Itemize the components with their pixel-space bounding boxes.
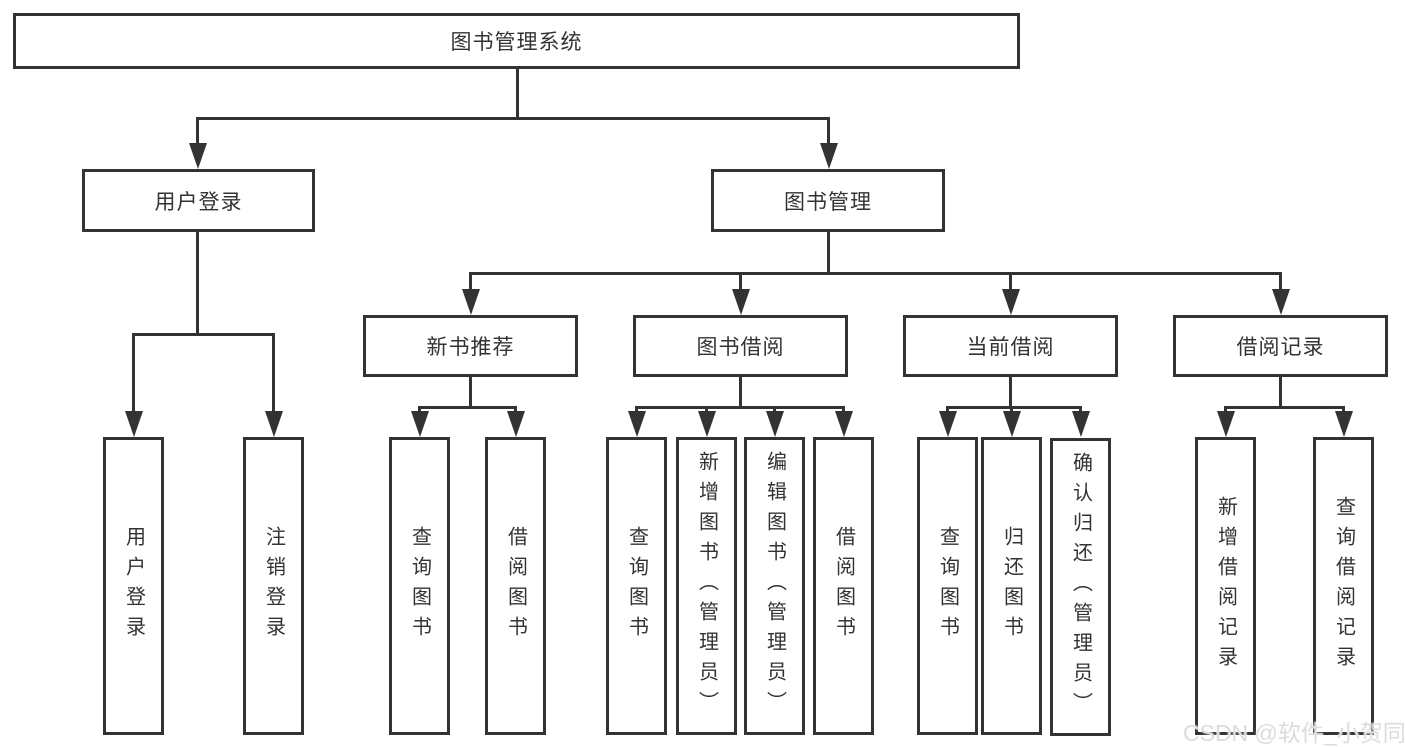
arrowhead-leaf [835,411,853,437]
leaf-confirm-return-admin-label: 确认归还（管理员） [1069,452,1092,722]
node-book-mgmt: 图书管理 [711,169,945,232]
leaf-edit-books-admin: 编辑图书（管理员） [744,437,805,735]
arrowhead-leaf [265,411,283,437]
arrowhead-book-mgmt [820,143,838,169]
connector-records-stem [1279,377,1282,409]
leaf-query-borrow-record-label: 查询借阅记录 [1332,496,1355,676]
arrowhead-borrow [732,289,750,315]
connector-new-book-bar [418,406,517,409]
node-current-label: 当前借阅 [966,336,1055,359]
arrowhead-leaf [628,411,646,437]
connector-borrow-stem [739,377,742,409]
connector-current-stem [1009,377,1012,409]
node-borrow-label: 图书借阅 [696,336,785,359]
leaf-query-borrow-record: 查询借阅记录 [1313,437,1374,735]
node-root-library-system: 图书管理系统 [13,13,1020,69]
leaf-borrow-books-1: 借阅图书 [485,437,546,735]
arrowhead-records [1272,289,1290,315]
arrowhead-leaf [411,411,429,437]
arrowhead-leaf [1335,411,1353,437]
node-new-book: 新书推荐 [363,315,578,377]
leaf-borrow-books-1-label: 借阅图书 [504,526,527,646]
node-current: 当前借阅 [903,315,1118,377]
arrowhead-user-login [189,143,207,169]
leaf-add-borrow-record: 新增借阅记录 [1195,437,1256,735]
connector-borrow-shaft [739,272,742,294]
connector-book-mgmt-stem [827,232,830,275]
leaf-user-login: 用户登录 [103,437,164,735]
connector-level2-bar [196,117,830,120]
arrowhead-new-book [462,289,480,315]
connector-new-book-shaft [469,272,472,294]
node-root-label: 图书管理系统 [450,31,583,54]
leaf-query-books-1: 查询图书 [389,437,450,735]
arrowhead-current [1002,289,1020,315]
connector-user-login-bar [132,333,275,336]
arrowhead-leaf [1003,411,1021,437]
leaf-add-books-admin: 新增图书（管理员） [676,437,737,735]
arrowhead-leaf [766,411,784,437]
arrowhead-leaf [1217,411,1235,437]
node-borrow: 图书借阅 [633,315,848,377]
leaf-borrow-books-2: 借阅图书 [813,437,874,735]
node-user-login: 用户登录 [82,169,315,232]
leaf-return-books-label: 归还图书 [1000,526,1023,646]
leaf-query-books-2: 查询图书 [606,437,667,735]
csdn-watermark: CSDN @软件_小贺同学 [1183,720,1405,746]
connector-current-shaft [1009,272,1012,294]
connector-leaf-shaft [132,333,135,415]
connector-new-book-stem [469,377,472,409]
arrowhead-leaf [125,411,143,437]
connector-level3-bar [469,272,1282,275]
arrowhead-leaf [698,411,716,437]
leaf-query-books-2-label: 查询图书 [625,526,648,646]
connector-records-shaft [1279,272,1282,294]
connector-leaf-shaft [272,333,275,415]
leaf-logout: 注销登录 [243,437,304,735]
node-user-login-label: 用户登录 [154,190,243,214]
node-records: 借阅记录 [1173,315,1388,377]
leaf-edit-books-admin-label: 编辑图书（管理员） [763,451,786,721]
connector-records-bar [1224,406,1345,409]
connector-user-login-shaft [196,117,199,147]
connector-root-stem [516,68,519,120]
connector-book-mgmt-shaft [827,117,830,147]
connector-borrow-bar [635,406,845,409]
leaf-borrow-books-2-label: 借阅图书 [832,526,855,646]
node-book-mgmt-label: 图书管理 [784,190,872,214]
node-records-label: 借阅记录 [1236,336,1325,359]
arrowhead-leaf [1072,411,1090,437]
leaf-confirm-return-admin: 确认归还（管理员） [1050,438,1111,736]
leaf-logout-label: 注销登录 [262,526,285,646]
leaf-query-books-1-label: 查询图书 [408,526,431,646]
leaf-query-books-3-label: 查询图书 [936,526,959,646]
leaf-add-books-admin-label: 新增图书（管理员） [695,451,718,721]
leaf-add-borrow-record-label: 新增借阅记录 [1214,496,1237,676]
arrowhead-leaf [507,411,525,437]
node-new-book-label: 新书推荐 [426,336,515,359]
connector-user-login-stem [196,232,199,336]
leaf-return-books: 归还图书 [981,437,1042,735]
leaf-user-login-label: 用户登录 [122,526,145,646]
connector-current-bar [946,406,1082,409]
leaf-query-books-3: 查询图书 [917,437,978,735]
arrowhead-leaf [939,411,957,437]
